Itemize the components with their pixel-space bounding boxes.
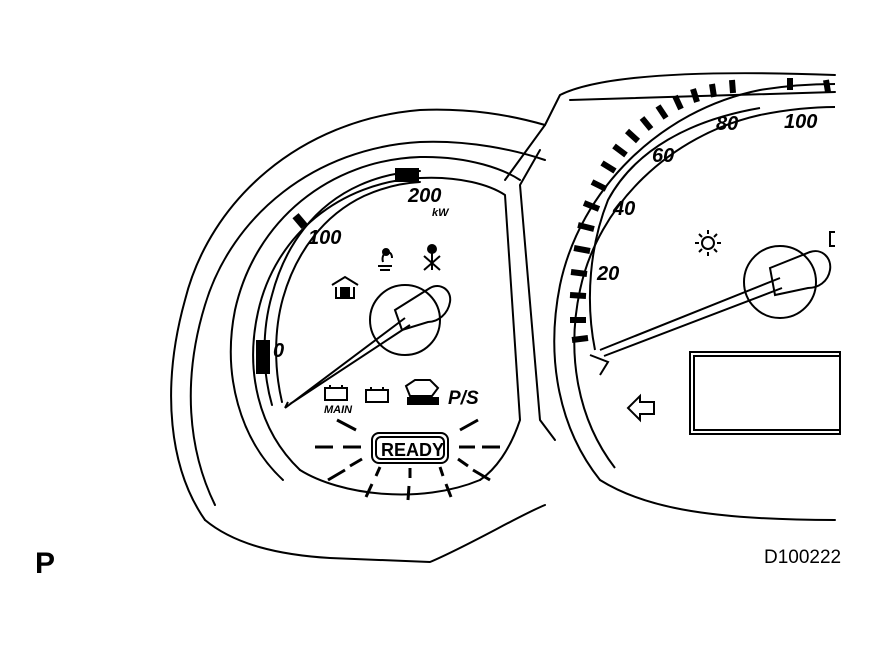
engine-warning-icon [404, 379, 440, 405]
odometer-display-inner [693, 355, 841, 431]
housing-outline [170, 72, 836, 521]
power-gauge-face [252, 176, 521, 481]
speed-label-60: 60 [652, 145, 674, 167]
ready-indicator-frame [371, 432, 449, 464]
ready-indicator-frame-inner [375, 436, 445, 460]
speedo-scale-ticks [569, 78, 831, 343]
speed-label-40: 40 [612, 198, 635, 220]
right-housing-line [569, 91, 836, 101]
power-needle-cap [393, 284, 452, 332]
figure-id: D100222 [764, 547, 842, 568]
battery-icon [365, 387, 389, 403]
door-lamp-icon [331, 275, 359, 299]
speedo-scale-inner [588, 107, 761, 351]
main-battery-label: MAIN [324, 404, 353, 416]
right-bottom-line [599, 479, 836, 521]
speed-label-100: 100 [784, 111, 817, 133]
speedo-bezel-inner [573, 106, 836, 469]
housing-lower-edge [204, 504, 546, 563]
airbag-icon [423, 244, 441, 271]
power-gauge-bottom [299, 469, 481, 496]
power-scale-hatch [256, 168, 419, 374]
speedo-bezel-outer [553, 83, 836, 481]
main-battery-icon [324, 385, 348, 401]
power-needle [284, 317, 411, 409]
power-steering-label: P/S [448, 388, 479, 409]
power-unit: kW [432, 207, 450, 219]
housing-step-2 [504, 124, 546, 181]
power-gauge-bezel [229, 155, 521, 481]
odometer-display [689, 351, 841, 435]
seatbelt-icon [378, 248, 393, 271]
speed-pointer-tip [589, 354, 610, 376]
speed-needle-cap [768, 250, 832, 297]
speed-label-80: 80 [716, 113, 738, 135]
power-needle-hub [369, 284, 441, 356]
power-label-0: 0 [273, 340, 284, 362]
power-label-100: 100 [308, 227, 341, 249]
headlight-icon [695, 230, 721, 256]
right-edge-marker [829, 231, 835, 247]
ready-flash-rays [315, 418, 500, 501]
speed-label-20: 20 [596, 263, 619, 285]
power-label-200: 200 [407, 185, 441, 207]
turn-signal-arrow-icon [626, 393, 655, 423]
power-scale-arc-inner [275, 181, 421, 403]
corner-label: P [35, 547, 56, 580]
housing-step [519, 149, 556, 441]
speed-needle-hub [743, 245, 817, 319]
housing-inner-line [189, 140, 546, 506]
ready-indicator-label: READY [381, 440, 444, 460]
speed-needle [599, 277, 783, 357]
